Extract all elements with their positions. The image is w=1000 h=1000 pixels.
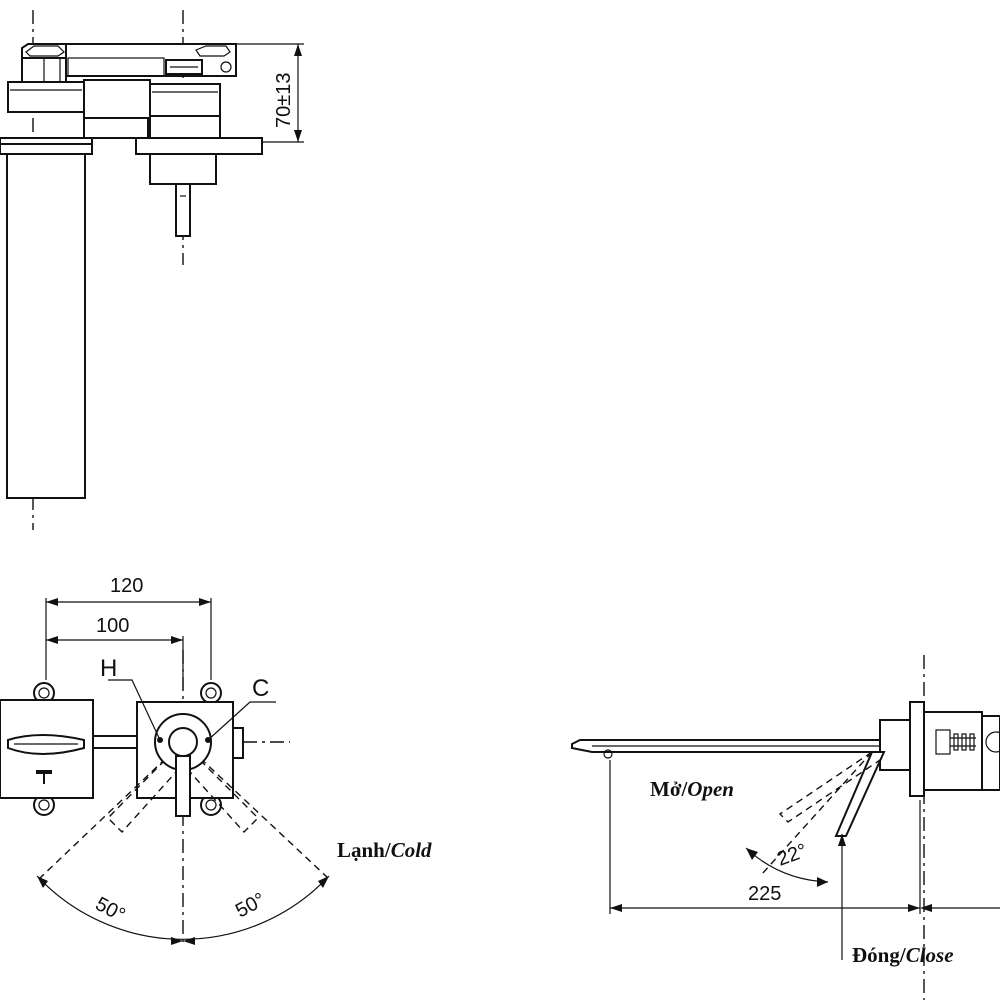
hot-leader bbox=[108, 679, 161, 741]
cold-marker-label: C bbox=[252, 675, 269, 702]
top-view: 70±13 bbox=[0, 10, 304, 530]
top-body-housing bbox=[65, 43, 237, 77]
front-view: 120 100 bbox=[0, 575, 432, 945]
handle-lever bbox=[175, 755, 191, 817]
open-label: Mở/Open bbox=[650, 777, 734, 801]
side-outlet bbox=[603, 749, 613, 759]
top-screw bbox=[220, 61, 232, 73]
top-spout bbox=[6, 153, 86, 499]
top-neck bbox=[83, 117, 149, 139]
front-connector bbox=[92, 735, 138, 749]
lever-angle-label: 22° bbox=[774, 840, 810, 871]
dim-120-label: 120 bbox=[110, 575, 143, 597]
top-wall-plate-left bbox=[0, 137, 93, 155]
top-mid-right bbox=[149, 83, 221, 117]
side-valve bbox=[923, 711, 983, 791]
top-neck-right bbox=[149, 115, 221, 139]
side-view: 22° Mở/Open 225 Đóng/Close bbox=[571, 655, 1000, 1000]
dim-height-label: 70±13 bbox=[273, 73, 295, 128]
top-mid-left bbox=[7, 81, 85, 113]
angle-left-label: 50° bbox=[92, 893, 129, 927]
dim-100-label: 100 bbox=[96, 615, 129, 637]
side-body bbox=[879, 719, 911, 771]
close-label: Đóng/Close bbox=[852, 943, 954, 967]
rotation-right-hidden bbox=[189, 759, 259, 834]
rotation-arc bbox=[36, 875, 330, 940]
cold-leader bbox=[207, 701, 276, 741]
dim-225-label: 225 bbox=[748, 883, 781, 905]
top-stem bbox=[175, 183, 191, 237]
top-wall-plate-right bbox=[135, 137, 263, 155]
handle-hub-inner bbox=[168, 727, 198, 757]
rotation-left-hidden bbox=[107, 759, 177, 834]
top-stem-housing bbox=[149, 153, 217, 185]
lever-closed bbox=[834, 751, 886, 837]
cold-label: Lạnh/Cold bbox=[337, 838, 432, 862]
lug-top-right bbox=[200, 682, 222, 704]
top-body-recess bbox=[67, 57, 165, 77]
top-mid-center bbox=[83, 79, 151, 121]
side-wall-plate bbox=[909, 701, 925, 797]
hot-label: H bbox=[100, 655, 117, 682]
side-cartridge bbox=[981, 715, 1000, 791]
angle-right-label: 50° bbox=[232, 889, 269, 923]
